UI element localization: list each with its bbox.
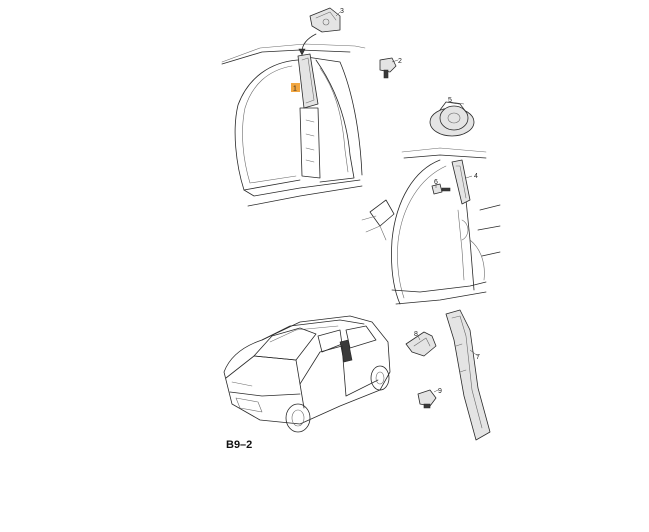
- vehicle-pillar-highlight: [339, 339, 353, 363]
- c-pillar-view: [361, 147, 501, 305]
- b-pillar-trim: [297, 53, 319, 109]
- b-pillar-view: [221, 33, 366, 207]
- callout-5: 5: [448, 97, 452, 104]
- callout-1-highlight: [291, 83, 300, 92]
- callout-6: 6: [434, 179, 438, 186]
- long-pillar-trim-7: [445, 309, 491, 441]
- diagram-code: B9–2: [226, 439, 252, 451]
- upper-trim-piece: [309, 7, 341, 33]
- leader-lines: [335, 11, 479, 393]
- clip-9: [417, 389, 437, 409]
- callout-4: 4: [474, 173, 478, 180]
- grommet-5: [429, 101, 475, 137]
- callouts: 1 2 3 4 5 6 7 8 9: [291, 8, 480, 395]
- callout-2: 2: [398, 58, 402, 65]
- clip-2: [379, 57, 397, 79]
- callout-8: 8: [414, 331, 418, 338]
- c-pillar-trim: [451, 159, 471, 205]
- bracket-8: [405, 331, 437, 357]
- callout-3: 3: [340, 8, 344, 15]
- vehicle-overview: [223, 315, 391, 433]
- callout-1: 1: [293, 86, 297, 93]
- callout-7: 7: [476, 354, 480, 361]
- callout-9: 9: [438, 388, 442, 395]
